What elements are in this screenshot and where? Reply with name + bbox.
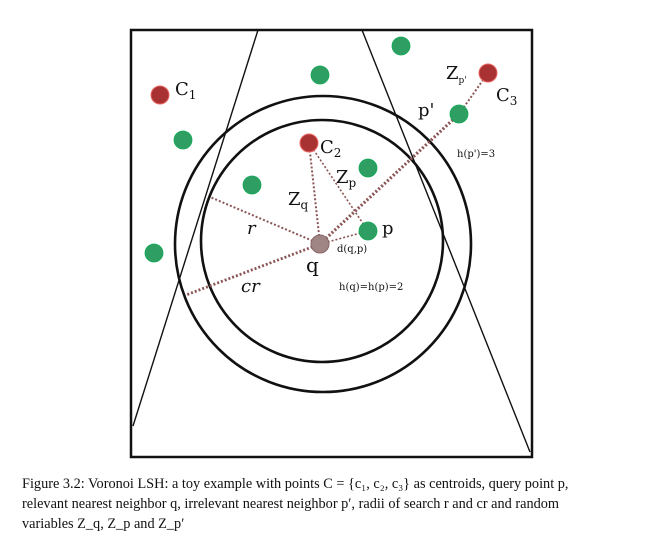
frame <box>129 28 534 459</box>
centroid-c2 <box>299 133 319 153</box>
label-c1: C1 <box>175 79 196 102</box>
label-zq: Zq <box>288 189 309 212</box>
voronoi-boundary-left <box>132 29 259 427</box>
label-q: q <box>306 253 319 277</box>
label-h-p-prime: h(p')=3 <box>457 149 495 160</box>
label-p-prime: p' <box>418 100 434 121</box>
caption-line: variables Z_q, Z_p and Z_p′ <box>22 516 185 532</box>
label-r: r <box>247 218 257 239</box>
label-p: p <box>382 218 394 239</box>
point-p <box>358 221 378 241</box>
figure-caption: Figure 3.2: Voronoi LSH: a toy example w… <box>22 474 647 534</box>
voronoi-boundary-right <box>361 29 531 453</box>
caption-line: Figure 3.2: Voronoi LSH: a toy example w… <box>22 476 569 492</box>
data-point <box>242 175 262 195</box>
label-c2: C2 <box>320 137 341 160</box>
label-h-q-p: h(q)=h(p)=2 <box>339 282 403 293</box>
caption-line: relevant nearest neighbor q, irrelevant … <box>22 496 560 512</box>
circle-r <box>199 118 445 364</box>
query-q <box>310 234 330 254</box>
label-zp-prime: Zp' <box>446 63 467 86</box>
line-zq <box>308 142 321 245</box>
label-zp: Zp <box>336 167 357 190</box>
data-point <box>310 65 330 85</box>
line-zp <box>308 142 369 232</box>
centroid-c1 <box>150 85 170 105</box>
data-point <box>391 36 411 56</box>
data-point <box>358 158 378 178</box>
data-point <box>144 243 164 263</box>
label-cr: cr <box>241 276 261 297</box>
point-p-prime <box>449 104 469 124</box>
circle-cr <box>173 94 473 394</box>
data-point <box>173 130 193 150</box>
label-d-qp: d(q,p) <box>337 244 367 255</box>
centroid-c3 <box>478 63 498 83</box>
label-c3: C3 <box>496 85 517 108</box>
